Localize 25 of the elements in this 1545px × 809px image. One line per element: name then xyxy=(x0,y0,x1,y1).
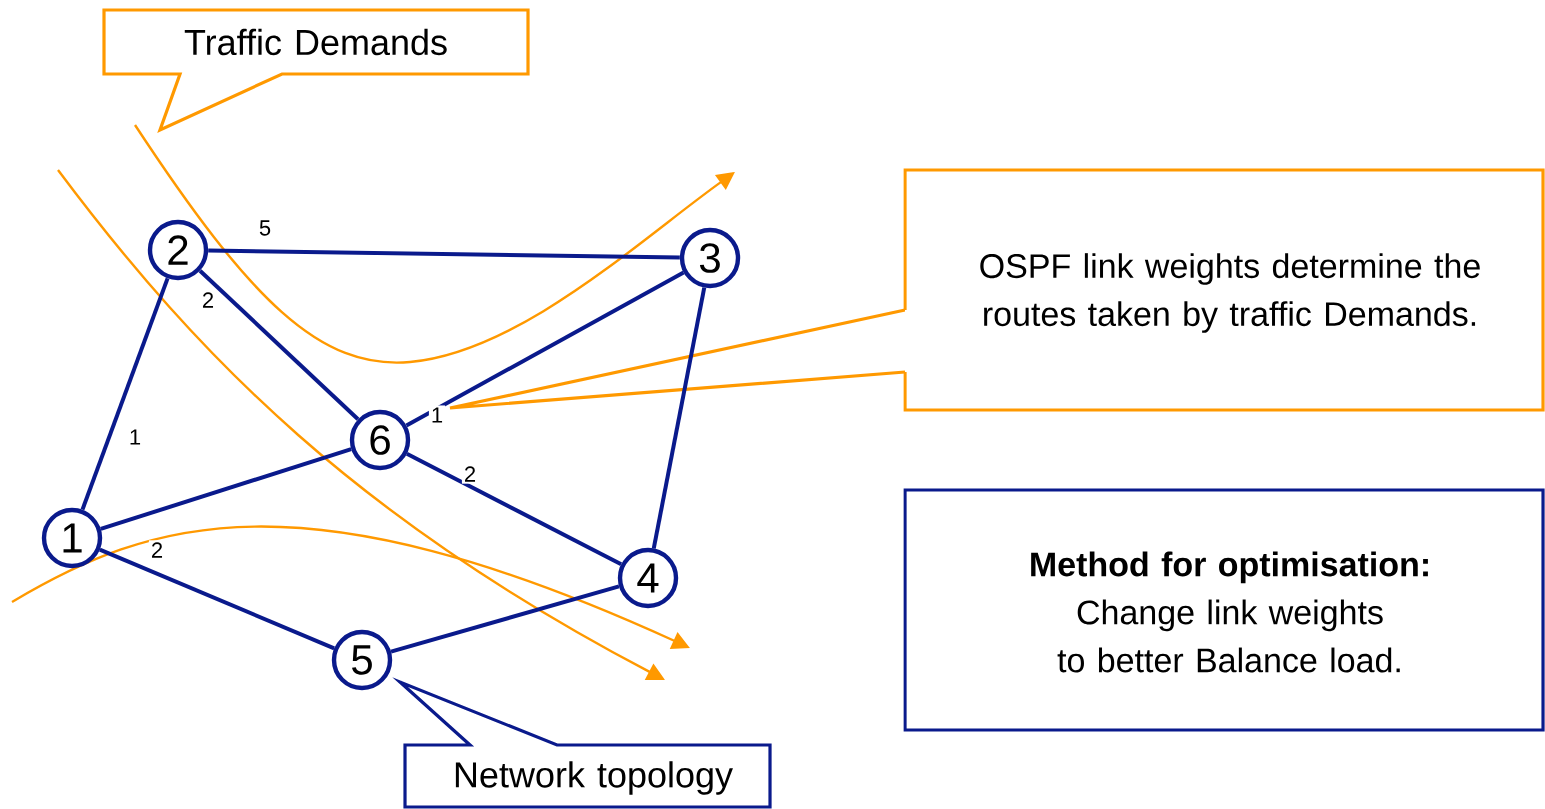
callout-box: Network topology xyxy=(392,677,772,809)
network-node: 5 xyxy=(331,629,393,691)
link-line xyxy=(651,287,707,549)
weight-label: 1 xyxy=(432,407,443,423)
network-node: 3 xyxy=(679,227,741,289)
text-box: Method for optimisation: Change link weights to better Balance load. xyxy=(903,488,1545,732)
link-line xyxy=(80,277,170,511)
link-line xyxy=(405,452,623,566)
weight-label: 5 xyxy=(259,220,271,236)
link-line xyxy=(198,269,360,421)
weight-label: 2 xyxy=(152,542,162,558)
network-node: 2 xyxy=(147,219,209,281)
callout-box: OSPF link weights determine the routes taken by traffic Demands. xyxy=(903,168,1545,412)
network-node: 4 xyxy=(617,547,679,609)
link-line xyxy=(405,270,685,428)
link-line xyxy=(208,248,680,260)
link-line xyxy=(390,584,620,654)
weight-label: 2 xyxy=(203,292,214,308)
link-line xyxy=(99,547,335,651)
weight-label: 1 xyxy=(130,429,141,445)
network-node: 1 xyxy=(41,507,103,569)
callout-box: Traffic Demands xyxy=(102,8,530,134)
network-node: 6 xyxy=(349,409,411,471)
link-line xyxy=(100,447,352,531)
weight-label: 2 xyxy=(465,466,476,482)
